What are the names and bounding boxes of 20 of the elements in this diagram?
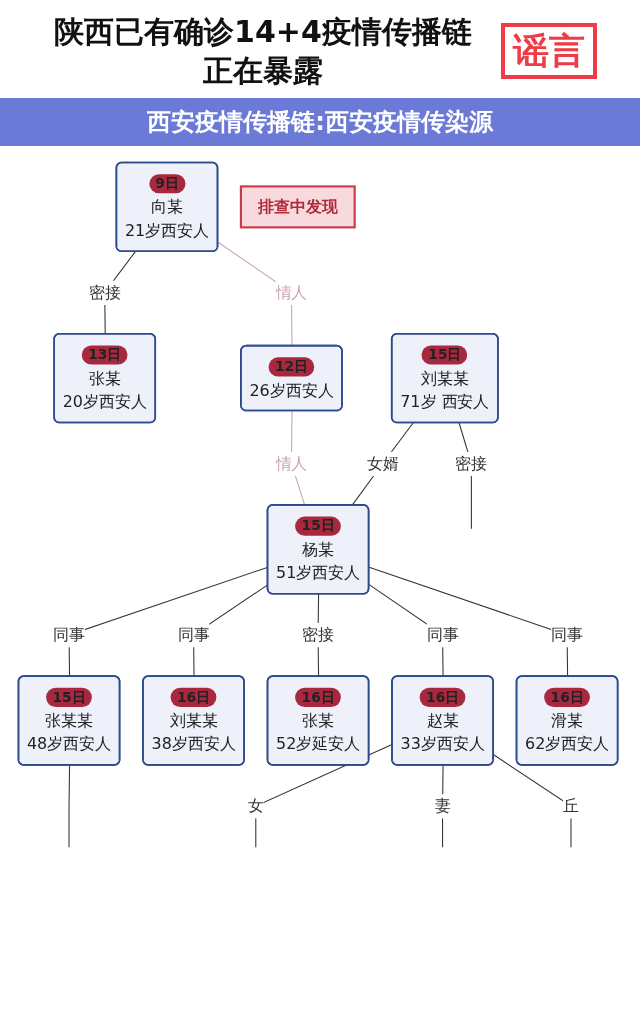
edge-label: 同事: [177, 625, 210, 645]
diagram-title: 陕西已有确诊14+4疫情传播链正在暴露: [53, 13, 473, 90]
node-box: 排查中发现: [239, 185, 356, 229]
stamp-text: 谣言: [501, 23, 597, 79]
edge-label: 同事: [426, 625, 459, 645]
edge-label: 密接: [302, 625, 334, 645]
connector: [68, 764, 71, 848]
connector: [493, 754, 572, 848]
edge-label: 妻: [434, 796, 451, 816]
edge-label: 同事: [551, 625, 584, 645]
caption-banner: 西安疫情传播链:西安疫情传染源: [0, 98, 640, 146]
edge-label: 密接: [88, 282, 121, 302]
edge-label: 同事: [53, 625, 85, 645]
edge-label: 女: [247, 796, 264, 816]
edge-label: 密接: [455, 453, 488, 474]
edge-label: 情人: [275, 453, 308, 474]
connector: [351, 422, 414, 506]
edge-label: 女婿: [366, 453, 399, 474]
edge-label: 情人: [275, 282, 308, 302]
edge-label: 丘: [563, 796, 579, 816]
